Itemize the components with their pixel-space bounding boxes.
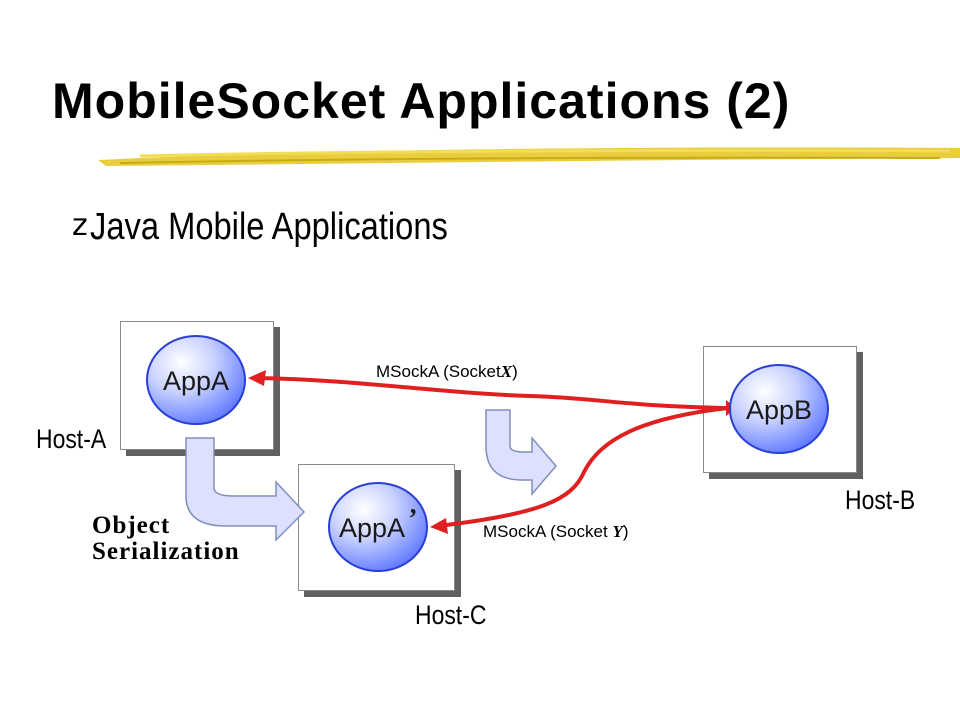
app-a-prime-node: AppA ’ (328, 482, 428, 572)
connection-socket-y (437, 406, 729, 528)
app-b-node: AppB (729, 364, 829, 454)
bullet-text: Java Mobile Applications (89, 206, 448, 248)
connection-socket-x (257, 376, 729, 410)
app-b-label: AppB (746, 395, 812, 425)
object-serialization-label: Object Serialization (92, 513, 240, 565)
connection-y-arrowhead (430, 518, 448, 534)
app-a-label: AppA (163, 366, 229, 396)
bullet-item: zJava Mobile Applications (72, 206, 506, 249)
connection-x-arrowhead (248, 370, 266, 386)
serialization-line-1: Object (92, 512, 171, 539)
serialization-line-2: Serialization (92, 538, 240, 565)
app-a-prime-label: AppA (339, 513, 405, 543)
app-a-node: AppA (146, 335, 246, 425)
connection-y-label: MSockA (Socket Y) (483, 522, 629, 541)
app-a-prime-mark: ’ (409, 503, 418, 533)
connection-x-label: MSockA (SocketX) (376, 362, 518, 381)
host-b-label: Host-B (845, 485, 916, 515)
migration-arrow-a-to-c (185, 437, 306, 542)
slide-title: MobileSocket Applications (2) (52, 73, 791, 129)
migration-arrow-x-to-y (485, 409, 557, 497)
bullet-glyph: z (72, 208, 88, 243)
host-a-label: Host-A (36, 424, 107, 454)
host-c-label: Host-C (415, 600, 487, 630)
